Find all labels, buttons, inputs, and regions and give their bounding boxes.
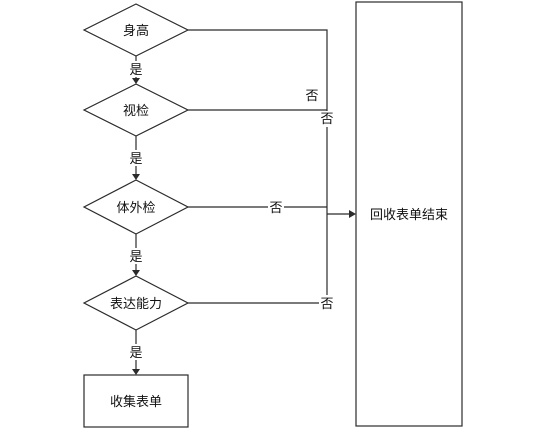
decision-vision-label: 视检 — [123, 104, 149, 119]
edge-label-bg-yes-2 — [128, 150, 144, 166]
edge-label-yes-4: 是 — [129, 346, 142, 361]
decision-expression-label: 表达能力 — [110, 297, 162, 312]
arrowhead-yes-2 — [132, 174, 140, 180]
edge-label-yes-1: 是 — [129, 63, 142, 78]
edge-label-no-expression: 否 — [320, 297, 333, 312]
arrowhead-yes-4 — [132, 369, 140, 375]
decision-height-label: 身高 — [123, 23, 149, 39]
process-collect-label: 收集表单 — [110, 394, 162, 410]
edge-label-bg-no-expression — [319, 295, 335, 311]
arrowhead-merge-to-end — [349, 210, 356, 218]
arrowhead-yes-3 — [132, 270, 140, 276]
edge-label-no-physical: 否 — [269, 201, 282, 216]
edge-label-yes-3: 是 — [129, 250, 142, 265]
arrowhead-yes-1 — [132, 78, 140, 84]
edge-label-bg-no-physical — [268, 199, 284, 215]
edge-label-bg-yes-3 — [128, 248, 144, 264]
edge-label-bg-no-vision — [319, 111, 335, 127]
edge-no-height — [188, 29, 328, 303]
edge-label-no-vision: 否 — [320, 112, 333, 127]
edge-label-no-height: 否 — [305, 89, 318, 104]
process-end — [355, 1, 463, 427]
process-collect — [83, 374, 189, 428]
edge-label-bg-yes-1 — [128, 61, 144, 77]
edge-label-bg-yes-4 — [128, 344, 144, 360]
process-end-label: 回收表单结束 — [370, 208, 448, 223]
decision-physical-label: 体外检 — [116, 201, 155, 216]
edge-label-yes-2: 是 — [129, 152, 142, 167]
